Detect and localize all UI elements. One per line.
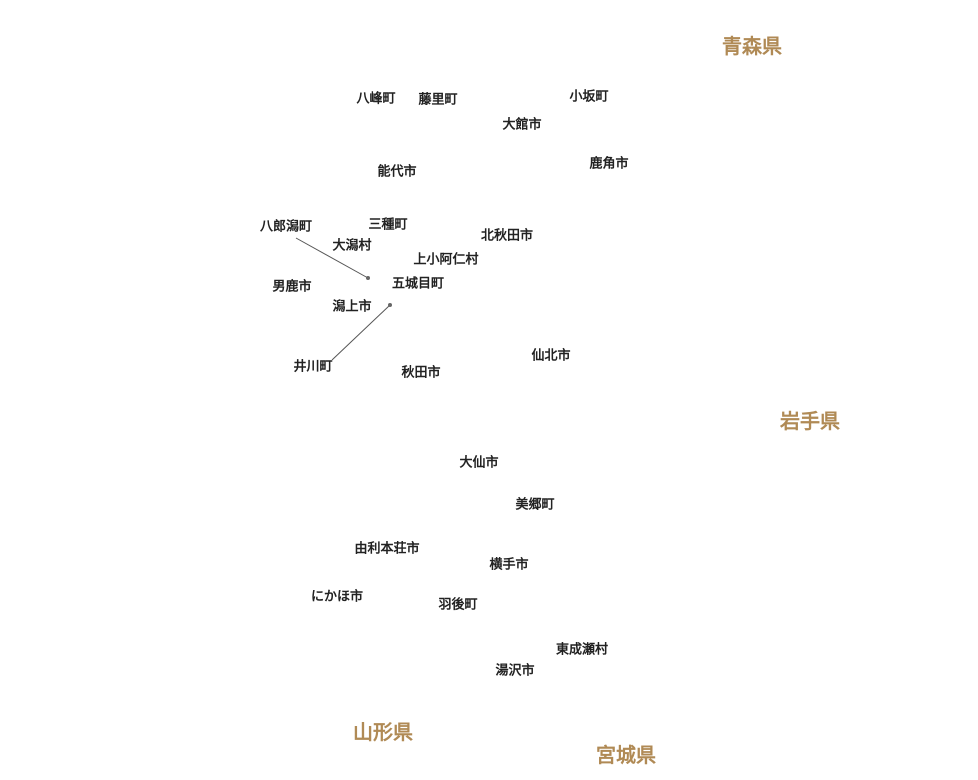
municipality-label-daisen: 大仙市 bbox=[459, 455, 499, 471]
municipality-label-higashinaruse: 東成瀬村 bbox=[555, 642, 609, 658]
leader-dot-ikawa bbox=[388, 303, 392, 307]
municipality-label-kitaakita: 北秋田市 bbox=[480, 228, 534, 244]
leader-line-ikawa bbox=[331, 304, 391, 361]
municipality-label-gojome: 五城目町 bbox=[391, 276, 445, 292]
municipality-label-yurihonjo: 由利本荘市 bbox=[354, 541, 420, 557]
municipality-label-katagami: 潟上市 bbox=[332, 299, 372, 315]
municipality-label-ogata: 大潟村 bbox=[332, 238, 372, 254]
municipality-label-ugo: 羽後町 bbox=[438, 597, 478, 613]
municipality-label-fujisato: 藤里町 bbox=[418, 92, 458, 108]
prefecture-label-yamagata: 山形県 bbox=[353, 720, 413, 744]
municipality-label-hachirogata: 八郎潟町 bbox=[259, 219, 313, 235]
prefecture-label-miyagi: 宮城県 bbox=[596, 743, 656, 767]
leader-dot-hachirogata bbox=[366, 276, 370, 280]
municipality-label-kamikoani: 上小阿仁村 bbox=[413, 252, 479, 268]
municipality-label-oga: 男鹿市 bbox=[272, 279, 312, 295]
municipality-label-yuzawa: 湯沢市 bbox=[495, 663, 535, 679]
municipality-label-akita: 秋田市 bbox=[401, 365, 441, 381]
municipality-label-noshiro: 能代市 bbox=[377, 164, 417, 180]
municipality-label-kosaka: 小坂町 bbox=[569, 89, 609, 105]
municipality-label-nikaho: にかほ市 bbox=[310, 589, 364, 605]
municipality-label-ikawa: 井川町 bbox=[293, 359, 333, 375]
municipality-label-semboku: 仙北市 bbox=[531, 348, 571, 364]
municipality-label-yokote: 横手市 bbox=[489, 557, 529, 573]
prefecture-label-aomori: 青森県 bbox=[722, 34, 782, 58]
leader-line-hachirogata bbox=[295, 237, 369, 279]
prefecture-label-iwate: 岩手県 bbox=[780, 409, 840, 433]
municipality-label-mitane: 三種町 bbox=[368, 217, 408, 233]
municipality-label-kazuno: 鹿角市 bbox=[589, 156, 629, 172]
municipality-label-misato: 美郷町 bbox=[515, 497, 555, 513]
municipality-label-odate: 大館市 bbox=[502, 117, 542, 133]
municipality-label-happo: 八峰町 bbox=[356, 91, 396, 107]
